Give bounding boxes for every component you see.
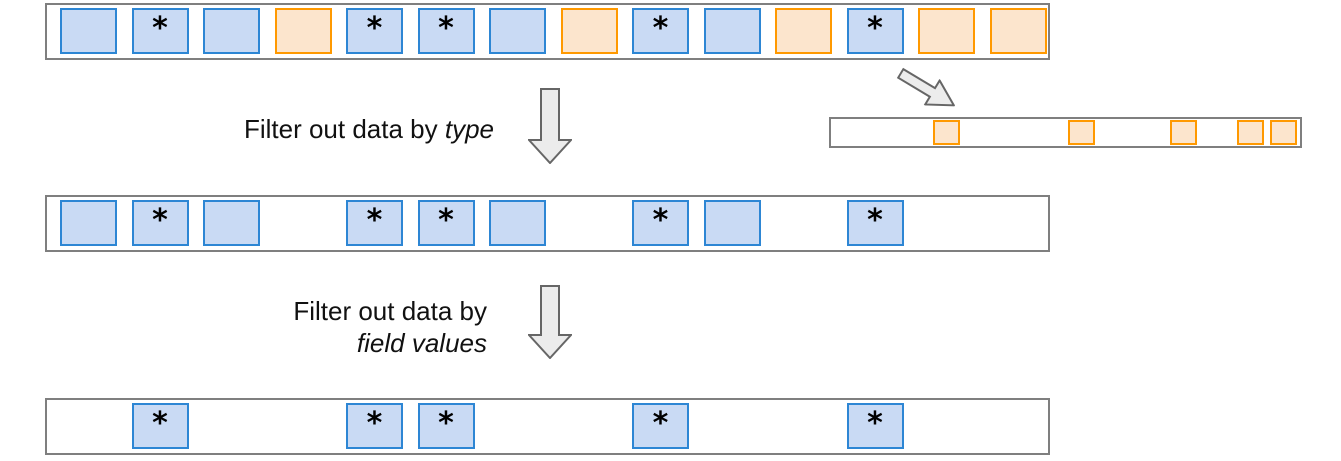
data-item-blue-starred: *	[417, 8, 475, 54]
data-item-orange-small	[1068, 120, 1095, 145]
data-item-blue	[703, 8, 761, 54]
data-item-blue-starred: *	[846, 403, 904, 449]
star-marker: *	[152, 406, 168, 441]
data-item-blue	[203, 200, 260, 246]
data-item-orange	[989, 8, 1047, 54]
data-item-blue-starred: *	[417, 200, 475, 246]
filter-by-field-emphasis: field values	[356, 328, 487, 358]
data-item-orange	[775, 8, 832, 54]
data-item-orange-small	[1237, 120, 1264, 145]
data-item-blue-starred: *	[417, 403, 475, 449]
data-item-orange	[274, 8, 332, 54]
data-item-orange-small	[1270, 120, 1297, 145]
data-item-blue-starred: *	[346, 200, 403, 246]
data-item-blue-starred: *	[131, 200, 189, 246]
star-marker: *	[152, 11, 168, 46]
data-item-blue-starred: *	[846, 8, 904, 54]
star-marker: *	[366, 406, 383, 441]
data-item-blue	[489, 8, 546, 54]
data-item-orange	[560, 8, 618, 54]
star-marker: *	[652, 406, 669, 441]
star-marker: *	[438, 406, 454, 441]
data-item-blue-starred: *	[632, 8, 689, 54]
filter-by-field-line1: Filter out data by	[293, 296, 487, 326]
data-item-blue-starred: *	[131, 8, 189, 54]
star-marker: *	[652, 203, 669, 238]
data-item-blue-starred: *	[846, 200, 904, 246]
star-marker: *	[867, 11, 883, 46]
type-filtered-container: * * * * *	[45, 195, 1050, 252]
data-item-blue	[60, 8, 117, 54]
data-item-blue-starred: *	[346, 403, 403, 449]
down-arrow-icon	[526, 88, 574, 169]
down-arrow-icon	[526, 285, 574, 364]
data-item-blue	[60, 200, 117, 246]
data-item-orange	[918, 8, 975, 54]
filter-by-type-label: Filter out data by type	[244, 113, 494, 145]
extracted-orange-container	[829, 117, 1302, 148]
data-item-blue-starred: *	[346, 8, 403, 54]
source-data-container: * * * * *	[45, 3, 1050, 60]
data-item-blue-starred: *	[131, 403, 189, 449]
data-item-blue	[703, 200, 761, 246]
data-item-blue-starred: *	[632, 200, 689, 246]
data-item-orange-small	[1170, 120, 1197, 145]
star-marker: *	[652, 11, 669, 46]
diagonal-arrow-icon	[890, 60, 963, 123]
star-marker: *	[152, 203, 168, 238]
filter-by-type-text: Filter out data by	[243, 114, 445, 144]
star-marker: *	[366, 203, 383, 238]
data-item-orange-small	[933, 120, 960, 145]
data-item-blue	[203, 8, 260, 54]
value-filtered-container: * * * * *	[45, 398, 1050, 455]
filter-by-field-label: Filter out data by field values	[293, 295, 487, 359]
star-marker: *	[366, 11, 383, 46]
filter-by-type-emphasis: type	[444, 114, 494, 144]
data-item-blue-starred: *	[632, 403, 689, 449]
star-marker: *	[867, 203, 883, 238]
star-marker: *	[438, 11, 454, 46]
data-item-blue	[489, 200, 546, 246]
star-marker: *	[438, 203, 454, 238]
star-marker: *	[867, 406, 883, 441]
